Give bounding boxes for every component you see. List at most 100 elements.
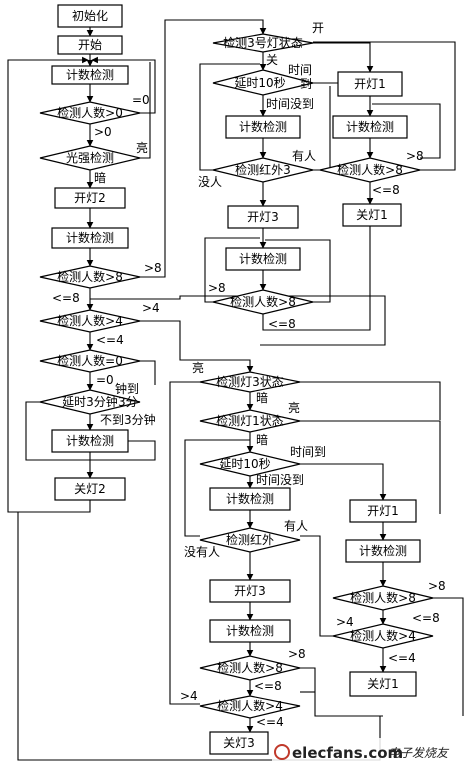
node-count6-label: 计数检测 <box>346 119 394 134</box>
node-count1-label: 计数检测 <box>66 67 114 82</box>
edge-label-le8-a: <=8 <box>52 291 80 305</box>
edge-label-on: 开 <box>312 21 324 35</box>
decision-people-gt0-label: 检测人数>0 <box>57 105 123 120</box>
edge-label-bright-a: 亮 <box>136 140 148 155</box>
decision-people-gt4-c: 检测人数>4 <box>199 695 301 719</box>
edge-label-someone-a: 有人 <box>292 149 316 163</box>
decision-delay10s-a-label: 延时10秒 <box>234 76 285 90</box>
edge-label-gt8-c: >8 <box>208 281 226 295</box>
node-count8-label: 计数检测 <box>226 623 274 638</box>
edge-label-time-not-up: 时间没到 <box>256 472 304 487</box>
decision-people-gt8-a-label: 检测人数>8 <box>230 294 296 309</box>
decision-people-gt8: 检测人数>8 <box>39 265 141 289</box>
node-count8: 计数检测 <box>209 619 291 643</box>
edge-label-three-min: 3分 <box>118 395 138 409</box>
edge-label-le8-e: <=8 <box>254 679 282 693</box>
node-light-off2: 关灯2 <box>54 477 126 501</box>
edge-label-gt8-a: >8 <box>144 261 162 275</box>
decision-people-gt8-b: 检测人数>8 <box>319 157 421 183</box>
edge-label-nobody: 没人 <box>198 174 222 189</box>
watermark-cn: 电子发烧友 <box>388 746 450 760</box>
edge-label-nobody2: 没有人 <box>184 544 220 559</box>
node-light-on3-a: 开灯3 <box>227 205 299 229</box>
node-count3: 计数检测 <box>51 429 129 453</box>
node-light-off3-label: 关灯3 <box>223 736 255 750</box>
edge-label-le4-a: <=4 <box>96 333 124 347</box>
edge-label-gt8-d: >8 <box>428 579 446 593</box>
node-init: 初始化 <box>57 4 123 28</box>
node-light-off1-a: 关灯1 <box>342 203 402 227</box>
edge-label-eq0-b: =0 <box>96 373 114 387</box>
decision-check-lamp3-b-label: 检测灯3状态 <box>216 374 284 389</box>
node-count4-label: 计数检测 <box>239 119 287 134</box>
edge-label-dark-b: 暗 <box>256 390 268 405</box>
node-count7-label: 计数检测 <box>226 491 274 506</box>
decision-light-detect: 光强检测 <box>39 145 141 171</box>
node-light-on1-a-label: 开灯1 <box>354 77 386 91</box>
node-light-off1-b-label: 关灯1 <box>367 677 399 691</box>
edge-label-bright-b: 亮 <box>192 360 204 375</box>
edge-label-not-3min: 不到3分钟 <box>100 412 156 427</box>
edge-label-arrive: 到 <box>300 77 312 91</box>
decision-check-lamp3-b: 检测灯3状态 <box>199 371 301 393</box>
node-count2: 计数检测 <box>51 227 129 249</box>
node-start-label: 开始 <box>78 38 102 52</box>
node-light-on1-b-label: 开灯1 <box>367 504 399 518</box>
watermark: elecfans.com 电子发烧友 <box>272 738 472 772</box>
node-count4: 计数检测 <box>225 115 301 139</box>
node-count3-label: 计数检测 <box>66 433 114 448</box>
edge-label-le8-c: <=8 <box>268 317 296 331</box>
node-light-on1-b: 开灯1 <box>349 499 417 523</box>
node-light-off3: 关灯3 <box>209 731 269 755</box>
decision-ir-b: 检测红外 <box>199 527 301 553</box>
watermark-logo-icon <box>274 744 290 760</box>
decision-delay3min-label: 延时3分钟 <box>62 394 118 409</box>
node-light-on2-label: 开灯2 <box>74 191 106 205</box>
edge-label-eq0: =0 <box>132 93 150 107</box>
decision-people-gt8-label: 检测人数>8 <box>57 269 123 284</box>
edge-label-le8-b: <=8 <box>372 183 400 197</box>
decision-people-gt4-c-label: 检测人数>4 <box>217 698 283 713</box>
decision-people-gt8-d: 检测人数>8 <box>332 585 434 611</box>
edge-label-gt4-a: >4 <box>142 301 160 315</box>
watermark-site: elecfans.com <box>292 744 403 762</box>
node-light-on3-a-label: 开灯3 <box>247 210 279 224</box>
edge-label-gt8-e: >8 <box>288 647 306 661</box>
decision-check-lamp1-label: 检测灯1状态 <box>216 413 284 428</box>
decision-light-detect-label: 光强检测 <box>66 150 114 165</box>
edge-label-gt8-b: >8 <box>406 149 424 163</box>
node-count5-label: 计数检测 <box>239 251 287 266</box>
decision-ir-b-label: 检测红外 <box>226 532 274 547</box>
decision-people-gt8-b-label: 检测人数>8 <box>337 162 403 177</box>
decision-people-gt8-a: 检测人数>8 <box>212 289 314 315</box>
edge-label-time: 时间 <box>288 63 312 77</box>
connectors <box>7 19 464 761</box>
node-light-on1-a: 开灯1 <box>337 71 403 97</box>
node-light-on3-b-label: 开灯3 <box>234 584 266 598</box>
decision-people-gt8-c-label: 检测人数>8 <box>217 660 283 675</box>
edge-label-time-up: 时间到 <box>290 445 326 459</box>
edge-label-bright-c: 亮 <box>288 400 300 415</box>
decision-people-gt8-c: 检测人数>8 <box>199 655 301 681</box>
decision-delay3min: 延时3分钟 <box>39 389 141 415</box>
edge-label-le4-e: <=4 <box>256 715 284 729</box>
node-light-on3-b: 开灯3 <box>209 579 291 603</box>
edge-label-le8-d: <=8 <box>412 611 440 625</box>
node-count2-label: 计数检测 <box>66 230 114 245</box>
decision-check-lamp3-a: 检测3号灯状态 <box>212 33 314 53</box>
node-count9-label: 计数检测 <box>359 543 407 558</box>
decision-ir-a-label: 检测红外3 <box>235 162 291 177</box>
node-count6: 计数检测 <box>332 115 408 139</box>
decision-people-gt8-d-label: 检测人数>8 <box>350 590 416 605</box>
decision-check-lamp3-a-label: 检测3号灯状态 <box>223 35 303 50</box>
decision-people-gt4-d-label: 检测人数>4 <box>350 628 416 643</box>
node-light-off1-b: 关灯1 <box>349 671 417 697</box>
edge-label-someone-b: 有人 <box>284 519 308 533</box>
decision-people-gt4-label: 检测人数>4 <box>57 313 123 328</box>
decision-ir-a: 检测红外3 <box>212 157 314 183</box>
edge-label-le4-d: <=4 <box>388 651 416 665</box>
edge-labels: =0 >0 亮 暗 >8 <=8 >4 <=4 =0 3分 钟到 不到3分钟 开… <box>52 21 446 729</box>
edge-label-time-not: 时间没到 <box>266 96 314 111</box>
edge-label-off: 关 <box>266 53 278 67</box>
decision-check-lamp1: 检测灯1状态 <box>199 409 301 433</box>
